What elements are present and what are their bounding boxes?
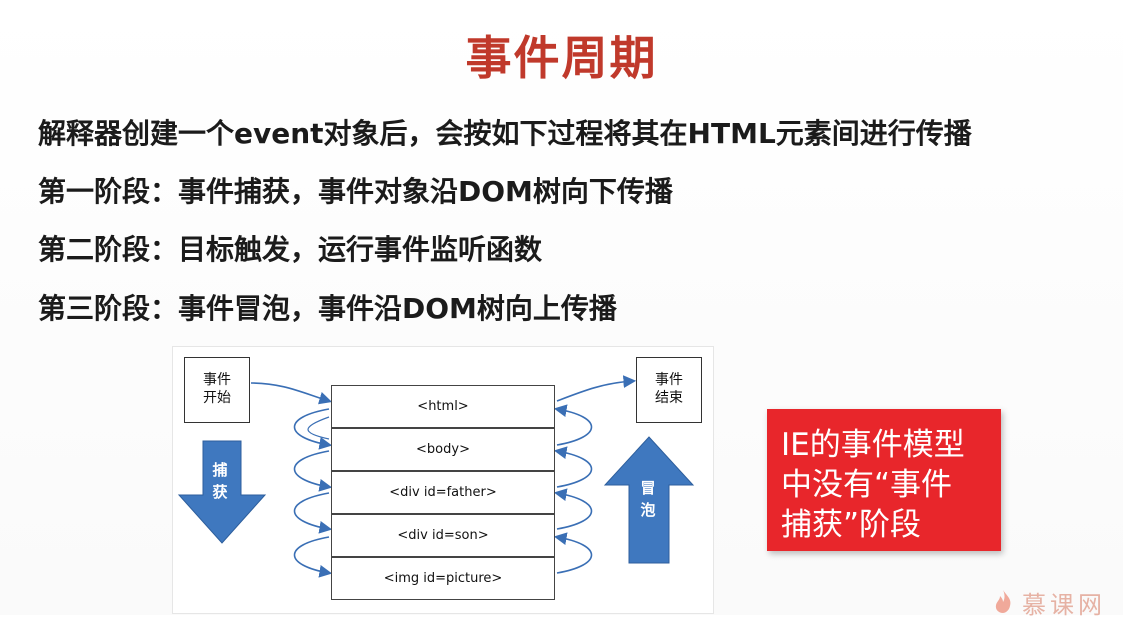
- phase-three-text: 第三阶段：事件冒泡，事件沿DOM树向上传播: [38, 292, 617, 325]
- layer-body: <body>: [331, 428, 555, 471]
- event-start-line1: 事件: [203, 372, 231, 388]
- capture-label: 捕 获: [210, 459, 230, 503]
- start-connector: [250, 382, 333, 405]
- layer-div-father: <div id=father>: [331, 471, 555, 514]
- event-flow-diagram: 事件 开始 事件 结束 <html> <body> <div id=father…: [172, 346, 714, 614]
- event-end-line2: 结束: [655, 390, 683, 406]
- layer-img-picture: <img id=picture>: [331, 557, 555, 600]
- event-end-box: 事件 结束: [636, 357, 702, 423]
- event-end-line1: 事件: [655, 372, 683, 388]
- bubble-curve-1: [553, 532, 593, 574]
- bubble-arrow: [603, 436, 695, 564]
- capture-arrow: [177, 440, 267, 544]
- bubble-label-char2: 泡: [640, 501, 656, 519]
- capture-label-char1: 捕: [212, 461, 228, 479]
- event-start-box: 事件 开始: [184, 357, 250, 423]
- bubble-label: 冒 泡: [638, 477, 658, 521]
- capture-curve-3: [293, 492, 333, 534]
- slide-title: 事件周期: [465, 31, 658, 85]
- bubble-curve-3: [553, 446, 593, 488]
- ie-note-line1: IE的事件模型: [781, 427, 965, 463]
- bubble-curve-4: [553, 404, 593, 446]
- ie-note-box: IE的事件模型 中没有“事件 捕获”阶段: [767, 409, 1001, 551]
- end-connector: [556, 375, 637, 402]
- layer-div-son: <div id=son>: [331, 514, 555, 557]
- capture-curve-1: [293, 408, 333, 450]
- capture-curve-5: [307, 416, 330, 440]
- phase-two-text: 第二阶段：目标触发，运行事件监听函数: [38, 233, 543, 266]
- bubble-label-char1: 冒: [640, 479, 656, 497]
- phase-one-text: 第一阶段：事件捕获，事件对象沿DOM树向下传播: [38, 175, 673, 208]
- event-start-line2: 开始: [203, 390, 231, 406]
- ie-note-line3: 捕获”阶段: [781, 507, 922, 543]
- diagram-arrows: [177, 375, 695, 578]
- layer-html: <html>: [331, 385, 555, 428]
- capture-curve-2: [293, 450, 333, 492]
- watermark-flame-icon: [995, 590, 1011, 613]
- capture-label-char2: 获: [212, 483, 228, 501]
- ie-note-line2: 中没有“事件: [781, 467, 953, 503]
- watermark-text: 慕课网: [1022, 591, 1106, 619]
- intro-text: 解释器创建一个event对象后，会按如下过程将其在HTML元素间进行传播: [38, 117, 972, 150]
- bubble-curve-2: [553, 488, 593, 530]
- capture-curve-4: [293, 536, 333, 578]
